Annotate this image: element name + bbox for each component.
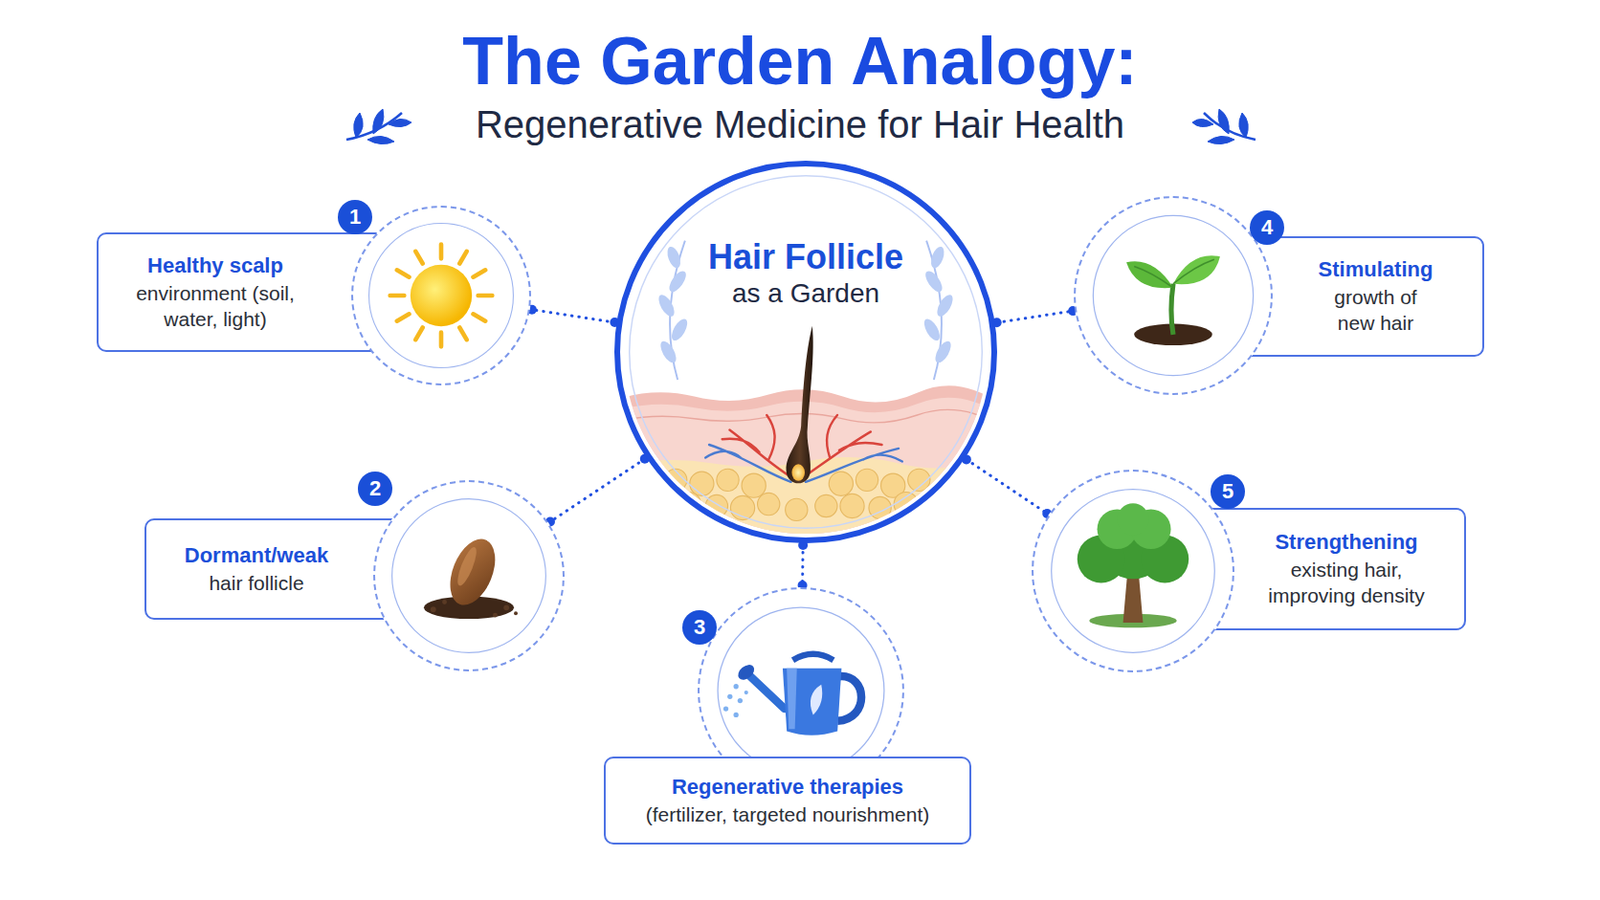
sprout-circle: 4: [1073, 196, 1273, 396]
center-subheading: as a Garden: [620, 277, 992, 311]
callout-number: 5: [1210, 474, 1245, 510]
info-box: Strengtheningexisting hair, improving de…: [1196, 508, 1467, 631]
box-body: (fertilizer, targeted nourishment): [645, 801, 930, 828]
dotted-connector: [961, 454, 1052, 519]
dotted-connector: [527, 305, 621, 328]
center-text: Hair Follicleas a Garden: [620, 237, 992, 311]
subtitle: Regenerative Medicine for Hair Health: [0, 101, 1600, 148]
box-heading: Strengthening: [1274, 529, 1418, 557]
box-body: existing hair, improving density: [1245, 556, 1447, 610]
follicle-illustration: [620, 166, 992, 538]
dotted-connector: [545, 454, 650, 528]
info-box: Regenerative therapies(fertilizer, targe…: [603, 756, 972, 845]
dotted-connector: [798, 540, 809, 591]
title: The Garden Analogy:: [0, 21, 1600, 102]
box-body: environment (soil, water, light): [119, 280, 312, 334]
dotted-connector: [992, 306, 1079, 328]
seed-circle: 2: [373, 480, 565, 672]
callout-number: 1: [337, 200, 373, 235]
seed-icon: [375, 482, 563, 670]
follicle-garden-circle: Hair Follicleas a Garden: [614, 160, 998, 544]
box-heading: Dormant/weak: [184, 542, 329, 571]
callout-number: 3: [682, 610, 717, 645]
box-body: growth of new hair: [1318, 284, 1434, 337]
tree-circle: 5: [1031, 469, 1235, 673]
callout-number: 2: [357, 471, 393, 507]
box-heading: Healthy scalp: [147, 252, 284, 281]
sprout-icon: [1075, 198, 1271, 394]
center-heading: Hair Follicle: [620, 237, 992, 278]
sun-icon: [353, 207, 530, 384]
callout-number: 4: [1249, 210, 1285, 245]
sun-circle: 1: [351, 205, 532, 386]
tree-icon: [1033, 471, 1233, 671]
box-heading: Stimulating: [1318, 256, 1434, 285]
box-heading: Regenerative therapies: [671, 774, 904, 802]
box-body: hair follicle: [208, 570, 304, 597]
